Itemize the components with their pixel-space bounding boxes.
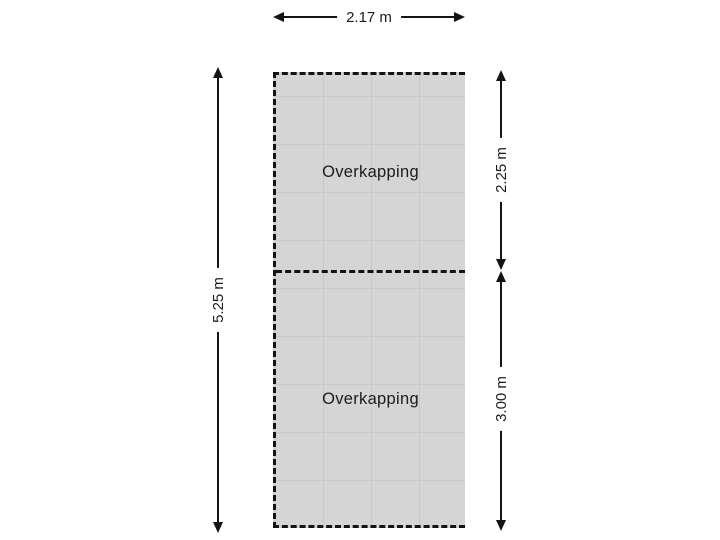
- arrow-head-down-icon: [213, 522, 223, 533]
- arrow-head-right-icon: [454, 12, 465, 22]
- arrow-head-up-icon: [496, 271, 506, 282]
- arrow-head-left-icon: [273, 12, 284, 22]
- area-top-label: Overkapping: [322, 163, 419, 181]
- plan-outline: Overkapping Overkapping: [273, 72, 465, 528]
- arrow-head-up-icon: [213, 67, 223, 78]
- arrow-head-down-icon: [496, 259, 506, 270]
- dimension-width-label: 2.17 m: [337, 7, 401, 29]
- dimension-height-left-label: 5.25 m: [208, 268, 230, 332]
- dimension-height-right-top-label: 2.25 m: [491, 138, 513, 202]
- arrow-head-down-icon: [496, 520, 506, 531]
- arrow-head-up-icon: [496, 70, 506, 81]
- area-bottom-label: Overkapping: [322, 389, 419, 408]
- area-top: Overkapping: [276, 75, 465, 270]
- dimension-height-right-bottom-label: 3.00 m: [491, 367, 513, 431]
- area-divider-line: [276, 270, 465, 273]
- area-bottom: Overkapping: [276, 273, 465, 525]
